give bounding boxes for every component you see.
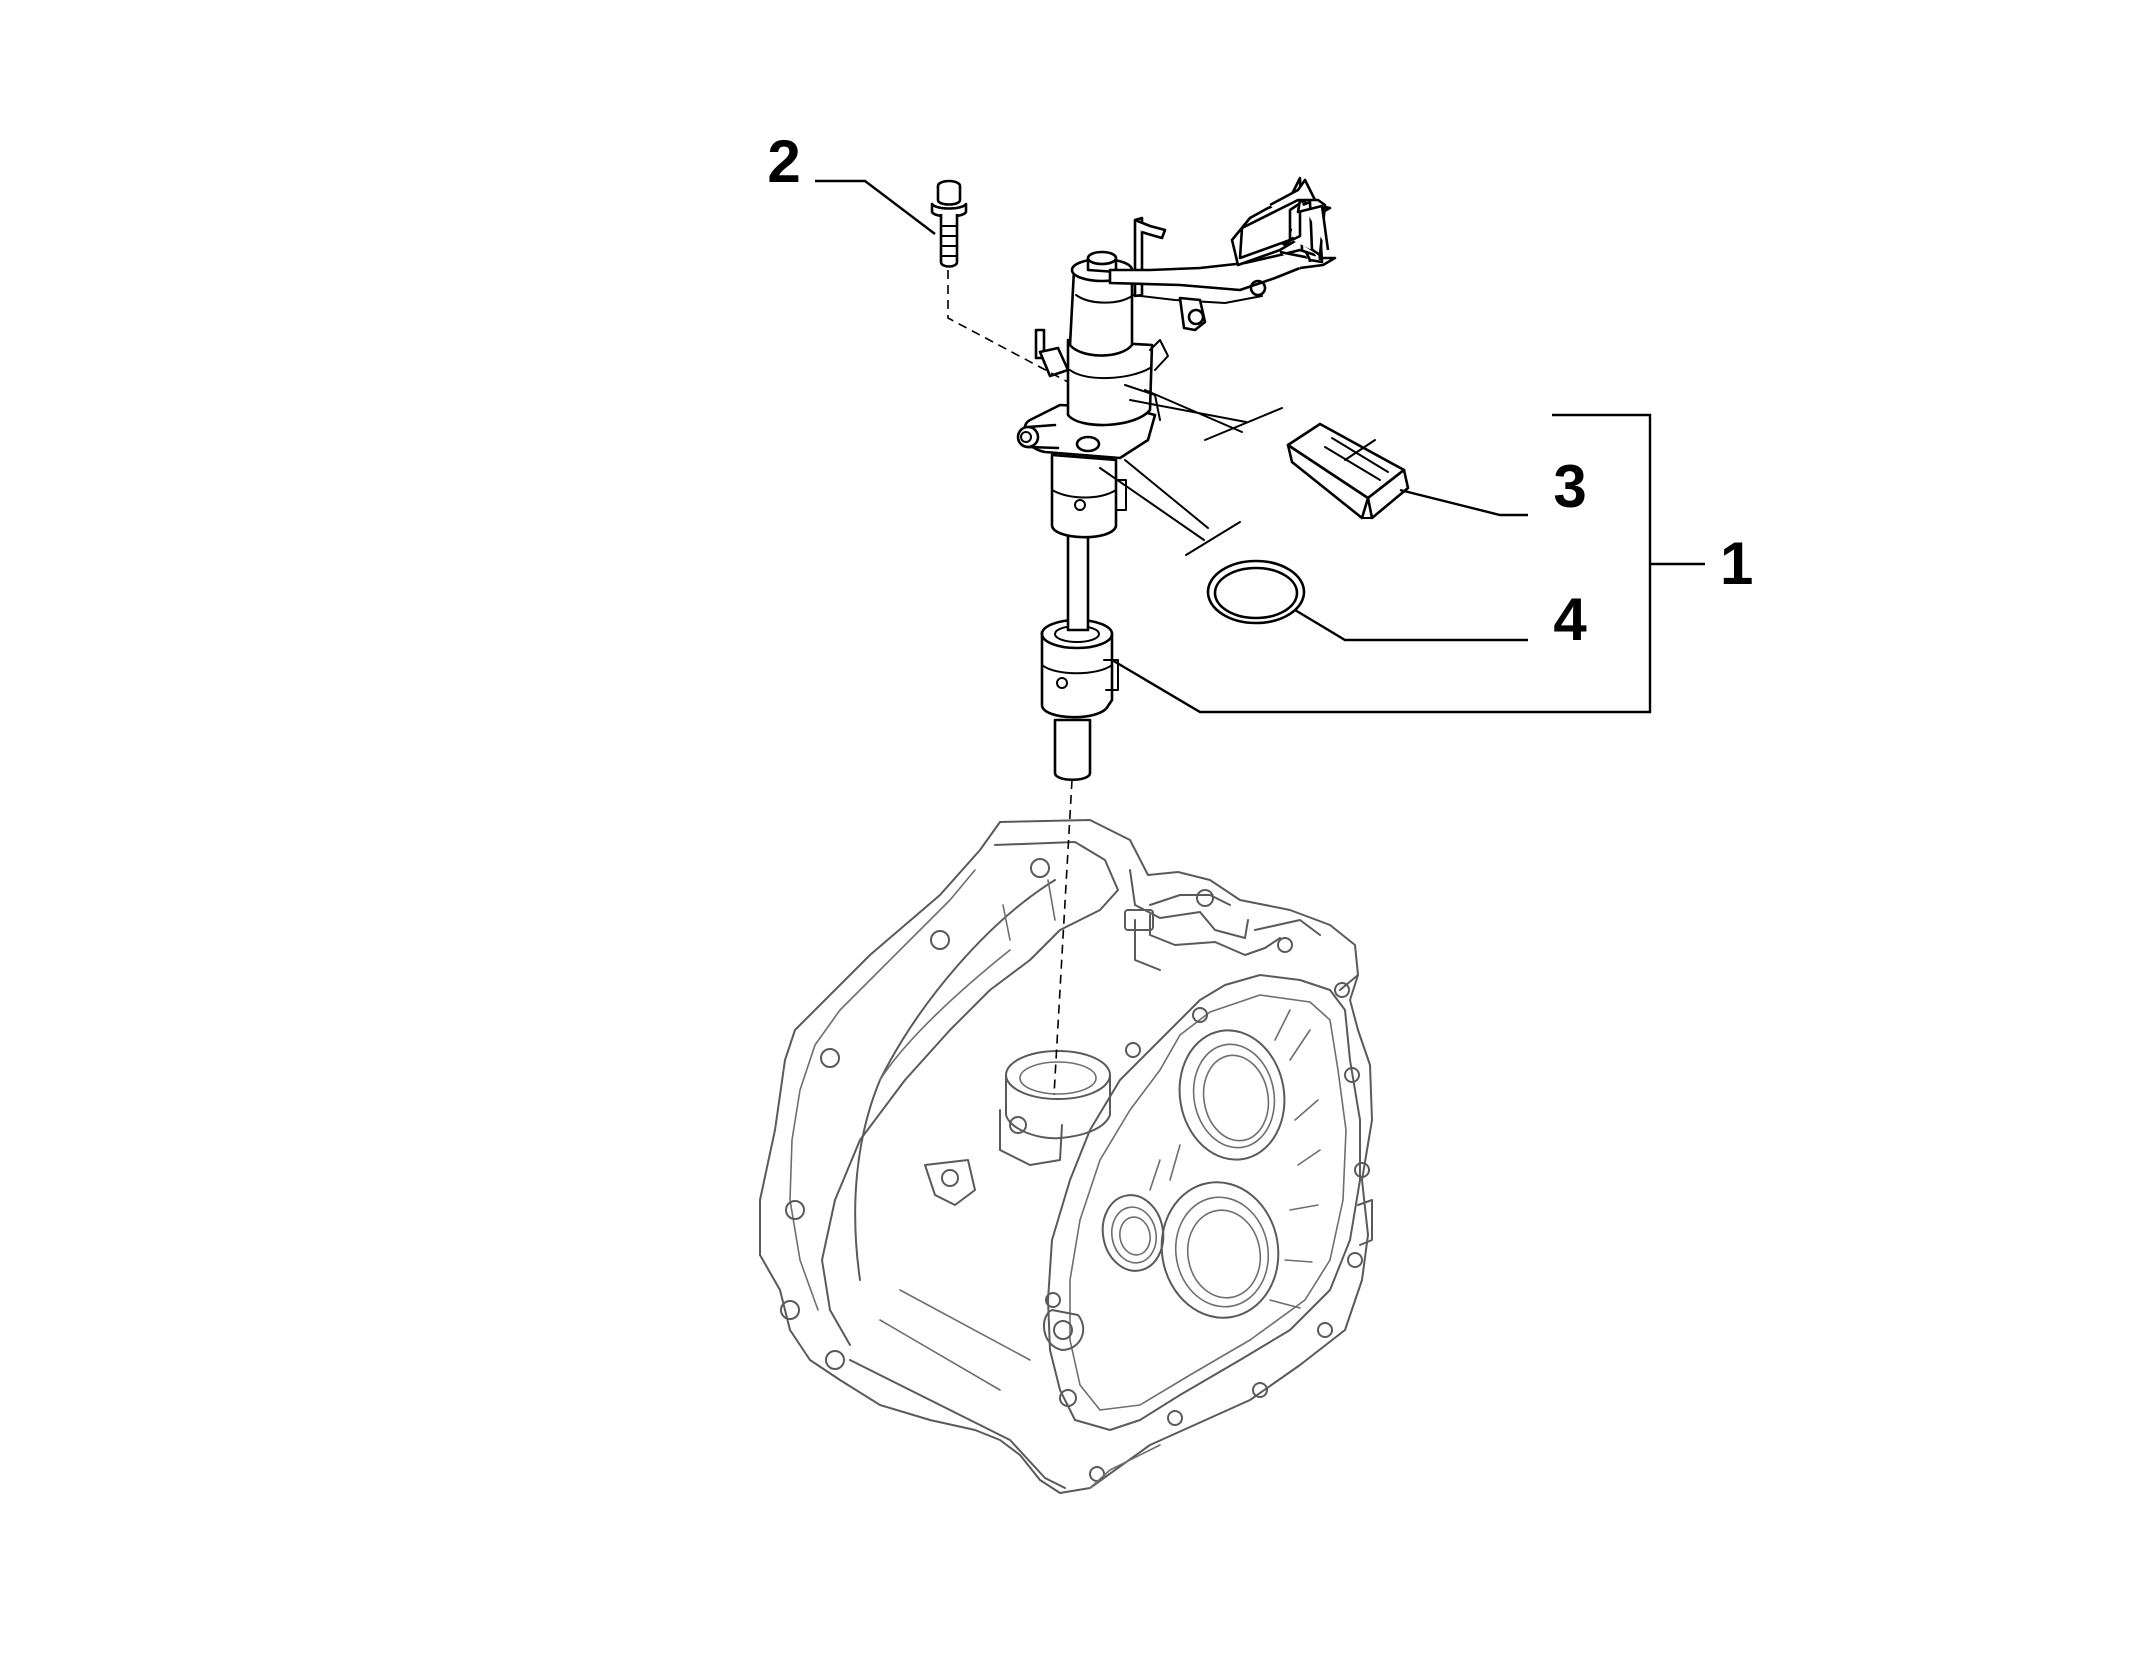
gearbox-housing bbox=[759, 819, 1373, 1494]
exploded-view-guide-lines bbox=[1099, 389, 1283, 556]
clip bbox=[1286, 422, 1410, 520]
callout-2: 2 bbox=[767, 128, 800, 195]
callout-labels: 1 2 3 4 bbox=[767, 128, 1753, 653]
gear-selector-shaft-assembly bbox=[1016, 176, 1337, 782]
leader-lines bbox=[815, 179, 1705, 714]
callout-4: 4 bbox=[1553, 586, 1587, 653]
callout-3: 3 bbox=[1553, 453, 1586, 520]
bolt bbox=[930, 179, 968, 268]
o-ring bbox=[1206, 559, 1306, 625]
callout-1: 1 bbox=[1720, 530, 1753, 597]
assembly-axis-lines bbox=[947, 270, 1073, 1096]
shift-fork bbox=[1238, 198, 1330, 260]
